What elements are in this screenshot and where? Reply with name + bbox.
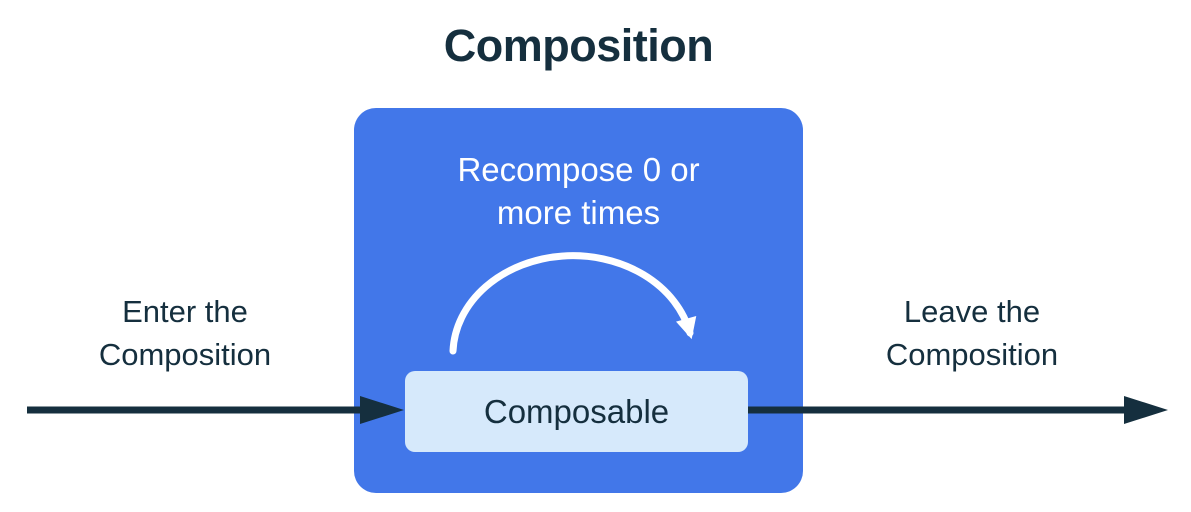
composable-label: Composable [483,392,670,430]
leave-arrow [748,396,1168,424]
leave-label: Leave the Composition [822,290,1122,376]
enter-arrow [27,396,404,424]
diagram-title: Composition [443,20,714,71]
composable-node: Composable [405,371,748,452]
recompose-label-line2: more times [496,194,661,231]
leave-arrowhead-icon [1124,396,1168,424]
enter-label: Enter the Composition [35,290,335,376]
recompose-label-line1: Recompose 0 or [457,151,700,188]
enter-label-line2: Composition [98,337,272,372]
leave-label-line1: Leave the [903,294,1041,329]
leave-label-line2: Composition [885,337,1059,372]
recompose-label: Recompose 0 or more times [354,148,803,234]
enter-label-line1: Enter the [122,294,248,329]
